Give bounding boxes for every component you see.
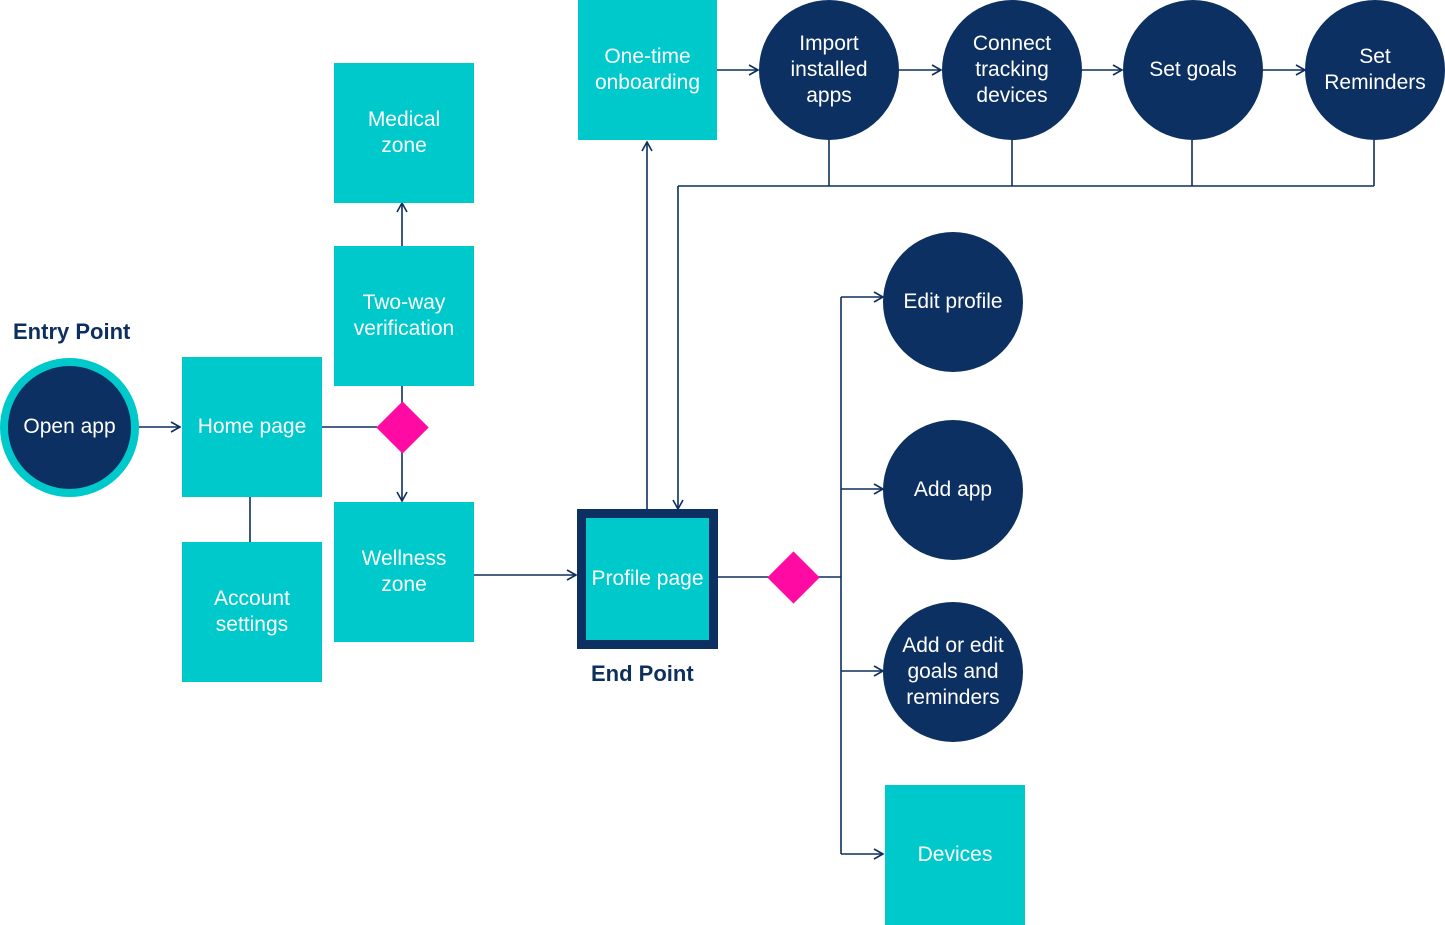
one-time-onboarding-node[interactable]: One-time onboarding — [578, 0, 717, 140]
edit-profile-node[interactable]: Edit profile — [883, 232, 1023, 372]
add-or-edit-goals-node[interactable]: Add or edit goals and reminders — [883, 602, 1023, 742]
two-way-verification-node[interactable]: Two-way verification — [334, 246, 474, 386]
set-reminders-node[interactable]: Set Reminders — [1305, 0, 1445, 140]
add-app-node[interactable]: Add app — [883, 420, 1023, 560]
entry-point-label: Entry Point — [13, 319, 131, 344]
home-page-node[interactable]: Home page — [182, 357, 322, 497]
profile-page-node[interactable]: Profile page — [577, 509, 718, 649]
devices-node[interactable]: Devices — [885, 785, 1025, 925]
medical-zone-node[interactable]: Medical zone — [334, 63, 474, 203]
end-point-label: End Point — [591, 661, 694, 686]
set-goals-node[interactable]: Set goals — [1123, 0, 1263, 140]
account-settings-node[interactable]: Account settings — [182, 542, 322, 682]
open-app-node[interactable]: Open app — [0, 358, 139, 497]
import-installed-apps-node[interactable]: Import installed apps — [759, 0, 899, 140]
connect-tracking-devices-node[interactable]: Connect tracking devices — [942, 0, 1082, 140]
wellness-zone-node[interactable]: Wellness zone — [334, 502, 474, 642]
